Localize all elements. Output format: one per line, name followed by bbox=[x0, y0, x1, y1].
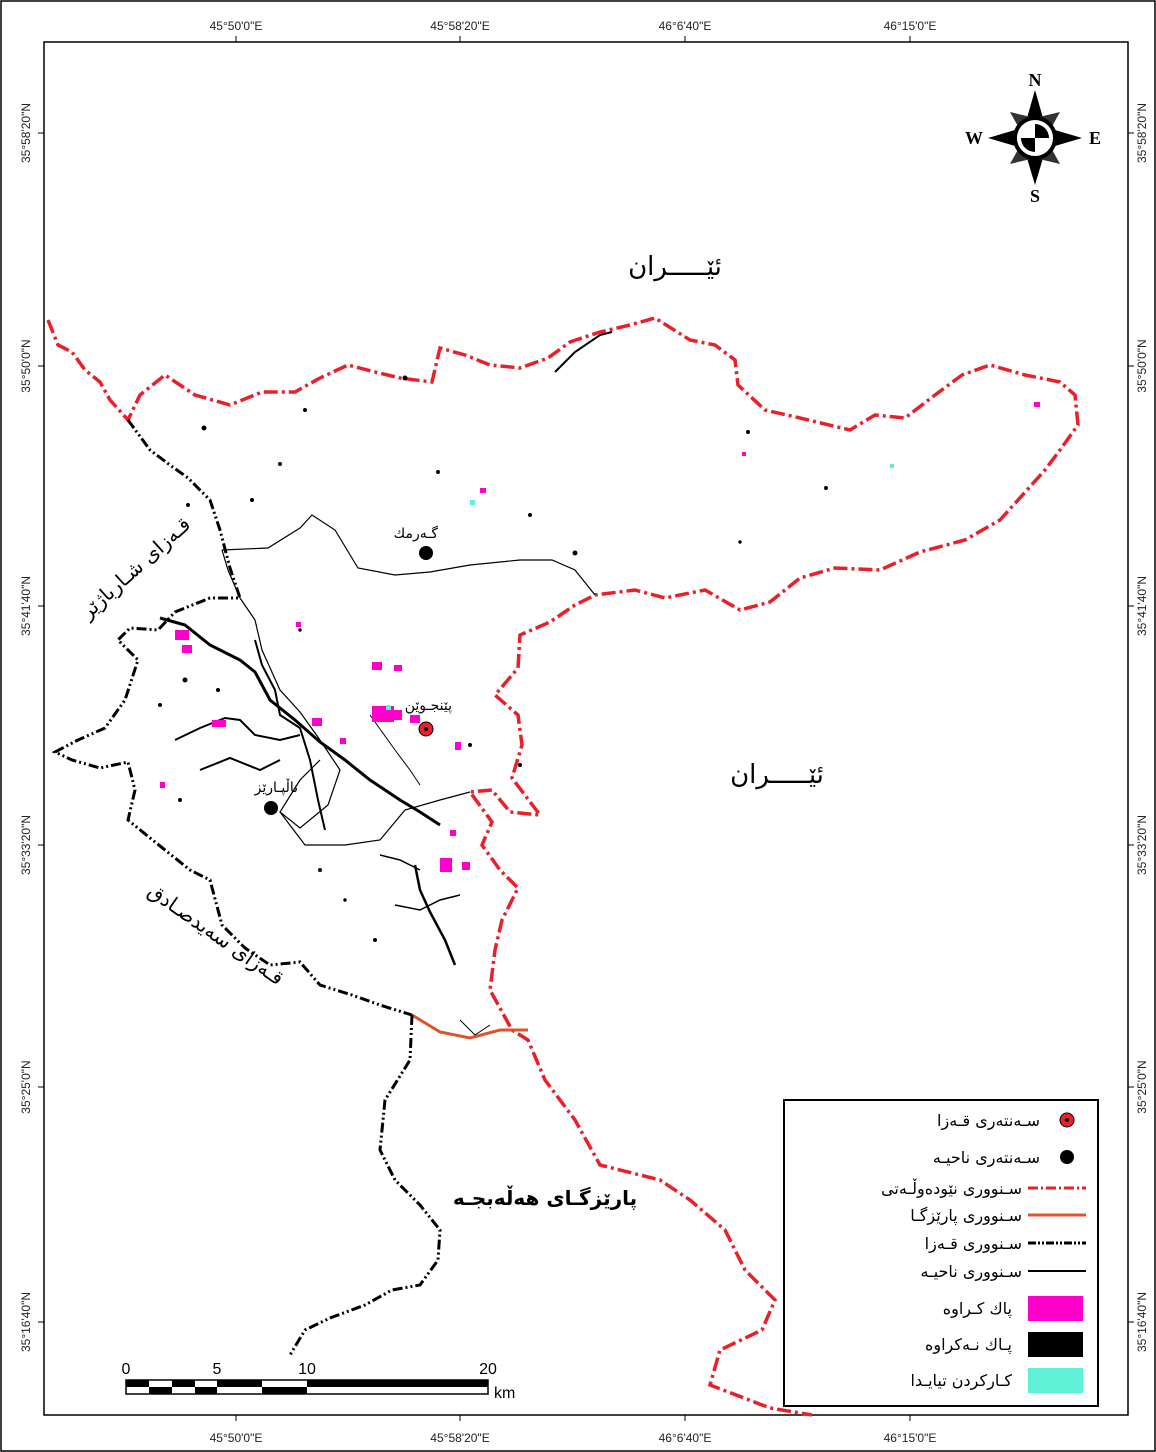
iran-east-label: ئێـــــران bbox=[730, 760, 824, 790]
right-tick-label: 35°41'40"N bbox=[1135, 576, 1149, 636]
right-tick-label: 35°25'0"N bbox=[1135, 1060, 1149, 1113]
district-border-line bbox=[288, 1014, 442, 1356]
top-tick-label: 45°58'20"E bbox=[430, 19, 489, 33]
right-tick-label: 35°50'0"N bbox=[1135, 339, 1149, 392]
compass-south: S bbox=[1030, 186, 1040, 206]
left-tick-label: 35°33'20"N bbox=[19, 815, 33, 875]
top-tick-label: 46°6'40"E bbox=[659, 19, 712, 33]
left-tick-label: 35°16'40"N bbox=[19, 1292, 33, 1352]
legend-item-cleared: پاك كـراوە bbox=[943, 1296, 1083, 1321]
nalparez-label: ناڵپـارێز bbox=[254, 778, 298, 796]
in-progress-areas bbox=[386, 464, 894, 710]
left-tick-label: 35°58'20"N bbox=[19, 103, 33, 163]
compass-west: W bbox=[965, 128, 983, 148]
penjwen-town: پێنجـوێن bbox=[405, 698, 452, 737]
left-tick-label: 35°41'40"N bbox=[19, 576, 33, 636]
top-tick-label: 46°15'0"E bbox=[884, 19, 937, 33]
halabja-governorate-label: پارێزگـای هەڵەبجـە bbox=[453, 1185, 637, 1211]
not-cleared-areas bbox=[158, 331, 828, 1036]
district-border-line bbox=[51, 419, 413, 1017]
legend-label: كـاركردن تیایـدا bbox=[911, 1371, 1013, 1391]
right-graticule: 35°58'20"N 35°50'0"N 35°41'40"N 35°33'20… bbox=[1128, 103, 1149, 1352]
subdistrict-border-line bbox=[279, 791, 471, 846]
legend-item-in-progress: كـاركردن تیایـدا bbox=[911, 1368, 1083, 1393]
scale-label: 10 bbox=[298, 1361, 316, 1378]
top-graticule: 45°50'0"E 45°58'20"E 46°6'40"E 46°15'0"E bbox=[210, 19, 937, 42]
compass-north: N bbox=[1029, 70, 1042, 90]
legend-label: سـنووری نێودەوڵـەتی bbox=[881, 1178, 1022, 1199]
subdistrict-center-marker bbox=[419, 546, 433, 560]
legend-label: پـاك نـەكراوە bbox=[925, 1335, 1012, 1355]
scale-label: 5 bbox=[213, 1361, 222, 1378]
legend-item-subdistrict-border: سـنووری ناحیـە bbox=[920, 1262, 1086, 1282]
right-tick-label: 35°16'40"N bbox=[1135, 1292, 1149, 1352]
legend-item-district-border: سـنووری قـەزا bbox=[925, 1234, 1086, 1254]
left-tick-label: 35°25'0"N bbox=[19, 1060, 33, 1113]
international-border-line bbox=[46, 316, 1080, 1417]
bottom-graticule: 45°50'0"E 45°58'20"E 46°6'40"E 46°15'0"E bbox=[210, 1415, 937, 1445]
legend-item-governorate-border: سـنووری پارێزگـا bbox=[910, 1206, 1086, 1226]
bottom-tick-label: 46°15'0"E bbox=[884, 1431, 937, 1445]
garmak-label: گـەرمك bbox=[394, 525, 439, 542]
scale-label: 20 bbox=[479, 1361, 497, 1378]
legend-box bbox=[783, 1099, 1099, 1407]
right-tick-label: 35°33'20"N bbox=[1135, 815, 1149, 875]
scale-unit: km bbox=[494, 1385, 515, 1402]
legend-label: سـەنتەری قـەزا bbox=[937, 1111, 1040, 1131]
legend-label: سـەنتەری ناحیـە bbox=[933, 1148, 1040, 1168]
bottom-tick-label: 45°58'20"E bbox=[430, 1431, 489, 1445]
legend-item-not-cleared: پـاك نـەكراوە bbox=[925, 1332, 1083, 1357]
bottom-tick-label: 46°6'40"E bbox=[659, 1431, 712, 1445]
legend-label: پاك كـراوە bbox=[943, 1299, 1012, 1319]
legend: سـەنتەری قـەزا سـەنتەری ناحیـە سـنووری ن… bbox=[783, 1099, 1099, 1407]
scale-label: 0 bbox=[122, 1361, 131, 1378]
right-tick-label: 35°58'20"N bbox=[1135, 103, 1149, 163]
legend-label: سـنووری قـەزا bbox=[925, 1234, 1022, 1254]
governorate-border-line bbox=[411, 1013, 528, 1040]
iran-north-label: ئێـــــران bbox=[628, 252, 722, 282]
subdistrict-border-line bbox=[221, 514, 596, 596]
compass-east: E bbox=[1089, 128, 1101, 148]
legend-label: سـنووری پارێزگـا bbox=[910, 1206, 1022, 1226]
nalparez-town: ناڵپـارێز bbox=[254, 778, 298, 815]
garmak-town: گـەرمك bbox=[394, 525, 439, 560]
legend-item-international-border: سـنووری نێودەوڵـەتی bbox=[881, 1178, 1086, 1199]
legend-item-district-center: سـەنتەری قـەزا bbox=[937, 1111, 1075, 1131]
legend-item-subdistrict-center: سـەنتەری ناحیـە bbox=[933, 1148, 1074, 1168]
legend-label: سـنووری ناحیـە bbox=[920, 1262, 1022, 1282]
top-tick-label: 45°50'0"E bbox=[210, 19, 263, 33]
north-arrow: N S E W bbox=[965, 70, 1101, 206]
subdistrict-border-line bbox=[221, 549, 241, 599]
scale-bar: 0 5 10 20 km bbox=[122, 1361, 516, 1402]
left-graticule: 35°58'20"N 35°50'0"N 35°41'40"N 35°33'20… bbox=[19, 103, 44, 1352]
subdistrict-border-line bbox=[239, 597, 341, 829]
left-tick-label: 35°50'0"N bbox=[19, 339, 33, 392]
subdistrict-center-marker bbox=[264, 801, 278, 815]
bottom-tick-label: 45°50'0"E bbox=[210, 1431, 263, 1445]
penjwen-label: پێنجـوێن bbox=[405, 698, 452, 714]
